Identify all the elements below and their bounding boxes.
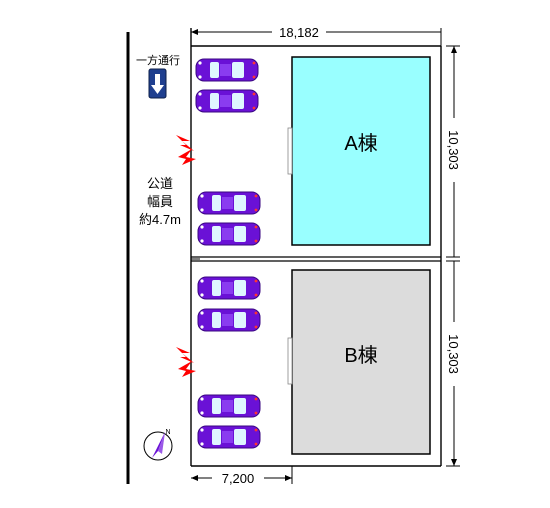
building-a: A棟 bbox=[287, 56, 431, 246]
bottom-dimension: 7,200 bbox=[191, 466, 293, 486]
entrance-arrow-icon bbox=[176, 135, 196, 165]
one-way-label: 一方通行 bbox=[136, 53, 180, 67]
car-icon bbox=[197, 308, 261, 332]
compass-north-label: N bbox=[165, 429, 170, 436]
car-icon bbox=[197, 425, 261, 449]
lot-a-depth-label: 10,303 bbox=[446, 130, 461, 170]
building-b-label: B棟 bbox=[344, 344, 377, 367]
car-icon bbox=[197, 394, 261, 418]
property-boundary bbox=[190, 28, 442, 467]
one-way-sign-icon bbox=[148, 68, 167, 99]
right-dimension-a: 10,303 bbox=[446, 45, 461, 258]
car-icon bbox=[197, 276, 261, 300]
road-width-label: 幅員 bbox=[147, 194, 173, 209]
road-width-value: 約4.7m bbox=[139, 212, 181, 227]
one-way-sign: 一方通行 bbox=[136, 53, 180, 99]
parking-width-label: 7,200 bbox=[222, 471, 255, 486]
entrance-arrow-icon bbox=[176, 347, 196, 377]
building-a-label: A棟 bbox=[344, 132, 377, 155]
car-icon bbox=[197, 191, 261, 215]
top-dimension: 18,182 bbox=[191, 25, 442, 46]
lot-b-depth-label: 10,303 bbox=[446, 334, 461, 374]
car-icon bbox=[197, 222, 261, 246]
road-info: 公道 幅員 約4.7m bbox=[139, 176, 181, 227]
total-width-label: 18,182 bbox=[279, 25, 319, 40]
car-icon bbox=[195, 89, 259, 113]
compass-icon: N bbox=[143, 429, 173, 461]
right-dimension-b: 10,303 bbox=[446, 260, 461, 467]
car-icon bbox=[195, 58, 259, 82]
building-b: B棟 bbox=[287, 269, 431, 455]
road-name-label: 公道 bbox=[147, 176, 173, 191]
